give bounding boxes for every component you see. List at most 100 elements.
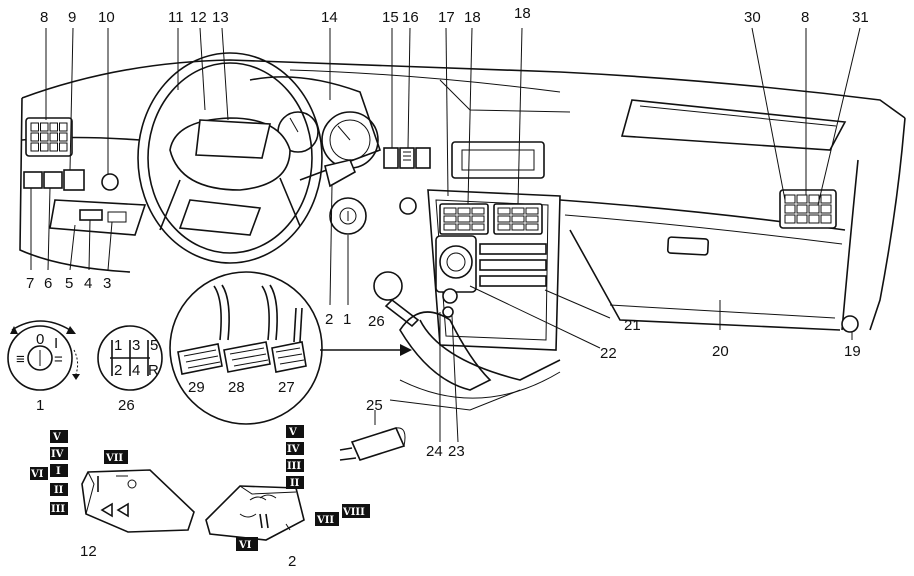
dash-knob[interactable]: [399, 197, 417, 215]
gear-5: 5: [150, 337, 158, 354]
vent-louvre: [49, 142, 58, 152]
left-switch-panel[interactable]: [23, 169, 119, 191]
heater-controls[interactable]: [435, 235, 547, 293]
vent-louvre: [525, 215, 539, 223]
vent-louvre: [30, 142, 39, 152]
callout-14: 14: [321, 9, 338, 26]
pedal-arrow: [320, 344, 412, 356]
wiper-stalk[interactable]: [324, 159, 357, 188]
vent-louvre: [511, 207, 525, 215]
vent-louvre: [30, 132, 39, 142]
vent-louvre: [820, 204, 832, 214]
vent-louvre: [471, 223, 485, 231]
vent-louvre: [49, 122, 58, 132]
vent-louvre: [796, 214, 808, 224]
dashboard-outline: [19, 59, 906, 411]
callout-28: 28: [228, 379, 245, 396]
radio-slot: [451, 141, 545, 179]
center-switch-block[interactable]: [383, 147, 431, 169]
vent-center-right[interactable]: [493, 203, 543, 235]
light-switch-stalk[interactable]: [81, 469, 195, 533]
left-pos-VI: VI: [30, 469, 44, 480]
callout-12-stalk: 12: [80, 543, 97, 560]
callout-3: 3: [103, 275, 111, 292]
callout-11: 11: [168, 9, 184, 26]
left-pos-VII: VII: [105, 453, 123, 464]
callout-2-dash: 2: [325, 311, 333, 328]
callout-10: 10: [98, 9, 115, 26]
callout-1-dash: 1: [343, 311, 351, 328]
clutch-pedal[interactable]: [177, 343, 223, 375]
vent-louvre: [40, 142, 49, 152]
vent-louvre: [820, 214, 832, 224]
vent-louvre: [471, 207, 485, 215]
vent-louvre: [40, 132, 49, 142]
callout-2-stalk: 2: [288, 553, 296, 570]
vent-louvre: [443, 215, 457, 223]
glovebox-handle[interactable]: [666, 236, 710, 256]
vent-right[interactable]: [779, 189, 837, 229]
vent-louvre: [511, 223, 525, 231]
vent-louvre: [497, 215, 511, 223]
steering-wheel[interactable]: [137, 52, 323, 264]
callout-13: 13: [212, 9, 229, 26]
leader-lines: [30, 27, 861, 443]
callout-15: 15: [382, 9, 399, 26]
right-pos-VII: VII: [316, 515, 334, 526]
callout-20: 20: [712, 343, 729, 360]
left-pos-I: I: [56, 466, 61, 477]
console-switch[interactable]: [442, 306, 454, 318]
ignition-pos-0: 0: [36, 331, 44, 348]
callout-25: 25: [366, 397, 383, 414]
vent-left[interactable]: [25, 117, 73, 157]
wiper-switch-stalk[interactable]: [205, 485, 305, 541]
glovebox-top-tray: [620, 99, 847, 151]
left-pos-IV: IV: [51, 449, 64, 460]
ignition-diagram: ≡ = 0 I: [7, 320, 80, 391]
vent-louvre: [49, 132, 58, 142]
vent-louvre: [497, 223, 511, 231]
vent-louvre: [443, 207, 457, 215]
brake-pedal[interactable]: [223, 341, 271, 373]
left-pos-III: III: [51, 504, 65, 515]
left-pos-V: V: [52, 432, 61, 443]
callout-23: 23: [448, 443, 465, 460]
gear-lever[interactable]: [373, 271, 492, 391]
cigarette-lighter[interactable]: [442, 288, 458, 304]
vent-louvre: [40, 122, 49, 132]
gear-1: 1: [114, 337, 122, 354]
callout-22: 22: [600, 345, 617, 362]
callout-8-left: 8: [40, 9, 48, 26]
ignition-acc-symbol: =: [54, 351, 63, 368]
right-pos-III: III: [287, 461, 301, 472]
vent-louvre: [497, 207, 511, 215]
left-stalk-positions: V IV VI I II III VII: [30, 430, 128, 515]
callout-21: 21: [624, 317, 641, 334]
ignition-lock[interactable]: [329, 197, 367, 235]
callout-30: 30: [744, 9, 761, 26]
ignition-pos-I: I: [54, 335, 58, 352]
right-pos-II: II: [290, 478, 300, 489]
gear-4: 4: [132, 362, 140, 379]
gearshift-diagram: 1 3 5 2 4 R: [97, 325, 163, 391]
callout-7: 7: [26, 275, 34, 292]
vent-louvre: [796, 194, 808, 204]
vent-louvre: [525, 223, 539, 231]
callout-8-right: 8: [801, 9, 809, 26]
right-pos-VIII: VIII: [342, 507, 365, 518]
vent-center-left[interactable]: [439, 203, 489, 235]
lower-left-tray: [49, 199, 147, 236]
vent-louvre: [511, 215, 525, 223]
vent-louvre: [59, 122, 68, 132]
right-stalk-positions: V IV III II VII VIII VI: [236, 425, 370, 551]
callout-16: 16: [402, 9, 419, 26]
vent-louvre: [796, 204, 808, 214]
callout-26-gearshift: 26: [118, 397, 135, 414]
callout-5: 5: [65, 275, 73, 292]
right-pos-V: V: [288, 427, 297, 438]
accelerator-pedal[interactable]: [271, 341, 307, 373]
bonnet-release[interactable]: [841, 315, 859, 333]
pedal-inset: [169, 271, 323, 425]
